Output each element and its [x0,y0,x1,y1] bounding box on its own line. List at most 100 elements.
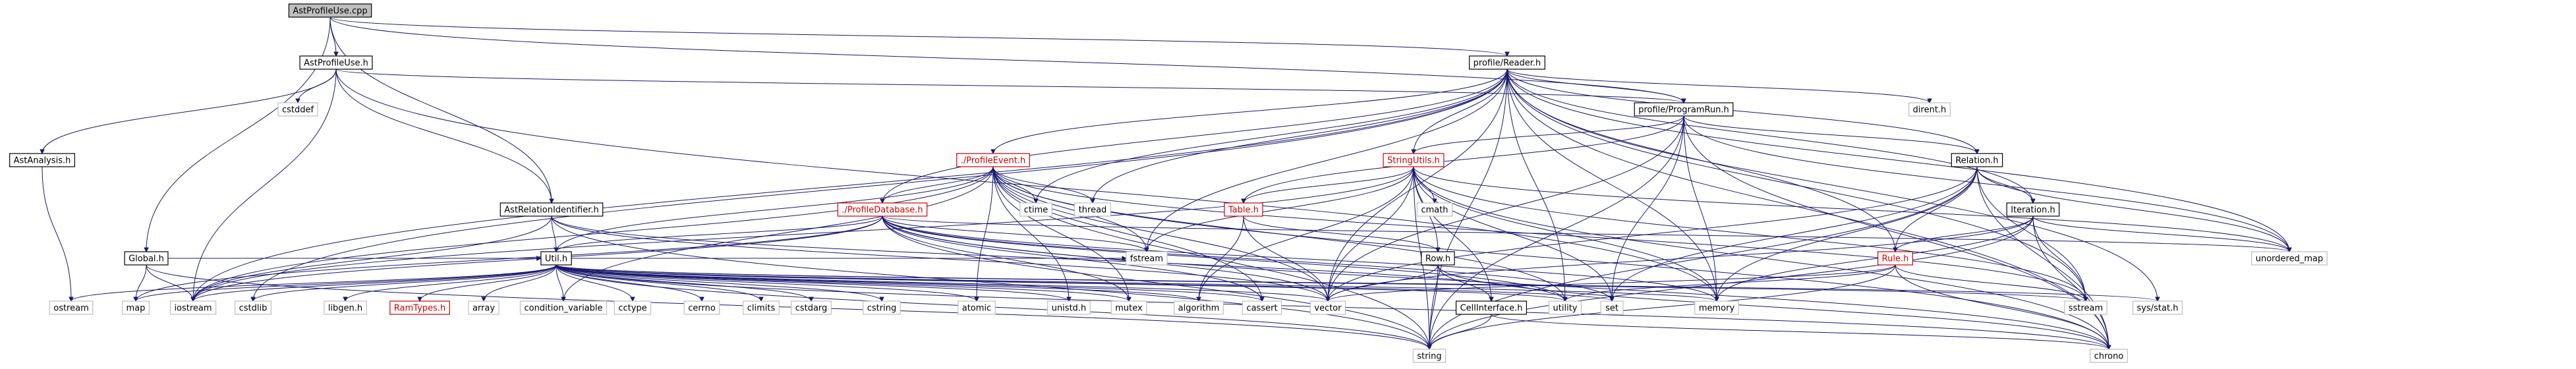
node-label: Table.h [1228,206,1259,215]
include-edge-util-h-to-algorithm [556,264,1199,301]
include-edge-profileevent-h-to-mutex [992,166,1129,301]
node-cstddef: cstddef [277,102,318,117]
node-vector: vector [1309,300,1346,315]
node-label: utility [1553,304,1578,314]
node-box [837,202,928,217]
include-edge-relation-h-to-memory [1717,166,1978,301]
node-label: unistd.h [1052,304,1087,314]
node-iostream: iostream [169,300,217,315]
include-edge-util-h-to-condition-variable [556,264,563,301]
node-label: thread [1079,206,1107,215]
include-edge-cellinterface-h-to-string [1429,314,1492,349]
include-edge-profile-programrun-h-to-stringutils-h [1414,115,1684,154]
node-algorithm: algorithm [1174,300,1224,315]
node-stringutils-h[interactable]: StringUtils.h [1383,153,1445,167]
include-edge-rule-h-to-vector [1328,264,1896,301]
node-label: cmath [1421,206,1448,215]
node-label: mutex [1115,304,1143,314]
node-label: Relation.h [1955,156,1998,166]
node-box [956,153,1030,167]
include-edge-profiledatabase-h-to-util-h [556,215,883,252]
node-row-h[interactable]: Row.h [1421,251,1455,266]
node-box [1309,300,1346,315]
include-edge-profile-programrun-h-to-relation-h [1683,115,1977,154]
node-label: dirent.h [1913,105,1947,115]
node-condition-variable: condition_variable [519,300,608,315]
node-profile-reader-h[interactable]: profile/Reader.h [1469,55,1545,70]
node-ramtypes-h[interactable]: RamTypes.h [389,300,450,315]
include-edge-util-h-to-unistd-h [556,264,1069,301]
node-label: CellInterface.h [1460,304,1523,314]
node-string: string [1412,349,1446,363]
include-edge-util-h-to-vector [556,264,1328,301]
include-edge-table-h-to-vector [1243,215,1328,301]
node-box [1469,55,1545,70]
node-label: libgen.h [328,304,362,314]
node-ostream: ostream [49,300,94,315]
node-sys-stat-h: sys/stat.h [2132,300,2183,315]
node-profiledatabase-h[interactable]: ./ProfileDatabase.h [837,202,928,217]
node-global-h[interactable]: Global.h [124,251,169,266]
node-cctype: cctype [614,300,652,315]
node-label: iostream [174,304,212,314]
node-box [1412,349,1446,363]
include-edges [42,16,2289,349]
node-map: map [121,300,150,315]
include-edge-stringutils-h-to-set [1413,166,1612,301]
include-edge-astprofileuse-h-to-memory [335,69,1717,301]
node-iteration-h[interactable]: Iteration.h [2006,202,2060,217]
node-label: cstdarg [795,304,828,314]
include-edge-row-h-to-cellinterface-h [1437,264,1491,301]
include-edge-util-h-to-libgen-h [345,264,557,301]
include-edge-stringutils-h-to-cellinterface-h [1413,166,1491,301]
node-label: cerrno [688,304,716,314]
node-label: Rule.h [1882,254,1909,264]
node-label: AstRelationIdentifier.h [504,206,598,215]
node-astrelationidentifier-h[interactable]: AstRelationIdentifier.h [500,202,604,217]
include-edge-row-h-to-string [1429,264,1439,349]
node-util-h[interactable]: Util.h [540,251,572,266]
include-edge-table-h-to-algorithm [1199,215,1244,301]
include-edge-profile-reader-h-to-profileevent-h [993,69,1508,154]
node-box [1047,300,1091,315]
node-label: StringUtils.h [1387,156,1440,166]
node-profileevent-h[interactable]: ./ProfileEvent.h [956,153,1030,167]
node-box [2064,300,2107,315]
node-memory: memory [1694,300,1739,315]
node-box [1074,202,1111,217]
include-edge-cellinterface-h-to-chrono [1491,314,2109,349]
node-profile-programrun-h[interactable]: profile/ProgramRun.h [1634,102,1734,117]
include-edge-util-h-to-cassert [556,264,1262,301]
node-box [540,251,572,266]
node-box [2090,349,2128,363]
node-rule-h[interactable]: Rule.h [1877,251,1913,266]
node-label: ./ProfileDatabase.h [842,206,923,215]
node-mutex: mutex [1110,300,1147,315]
node-astanalysis-h[interactable]: AstAnalysis.h [9,153,75,167]
include-edge-profile-reader-h-to-thread [1093,69,1508,203]
include-edge-stringutils-h-to-vector [1328,166,1414,301]
node-relation-h[interactable]: Relation.h [1951,153,2003,167]
include-edge-profile-programrun-h-to-unordered-map [1683,115,2289,252]
node-label: Util.h [545,254,567,264]
include-edge-stringutils-h-to-fstream [1147,166,1414,252]
node-astprofileuse-h[interactable]: AstProfileUse.h [299,55,373,70]
include-edge-profileevent-h-to-cassert [992,166,1262,301]
node-libgen-h: libgen.h [324,300,367,315]
include-edge-profile-reader-h-to-memory [1506,69,1717,301]
node-cmath: cmath [1416,202,1453,217]
include-edge-profile-programrun-h-to-table-h [1244,115,1684,203]
node-astprofileuse-cpp[interactable]: AstProfileUse.cpp [288,3,372,18]
node-atomic: atomic [958,300,996,315]
node-box [1174,300,1224,315]
include-edge-profile-programrun-h-to-set [1612,115,1684,301]
node-cellinterface-h[interactable]: CellInterface.h [1455,300,1528,315]
include-edge-profile-programrun-h-to-vector [1328,115,1684,301]
include-edge-util-h-to-memory [556,264,1717,301]
node-table-h[interactable]: Table.h [1224,202,1263,217]
include-edge-profile-reader-h-to-fstream [1147,69,1508,252]
include-edge-profiledatabase-h-to-iostream [193,215,883,301]
include-edge-profile-reader-h-to-vector [1328,69,1508,301]
